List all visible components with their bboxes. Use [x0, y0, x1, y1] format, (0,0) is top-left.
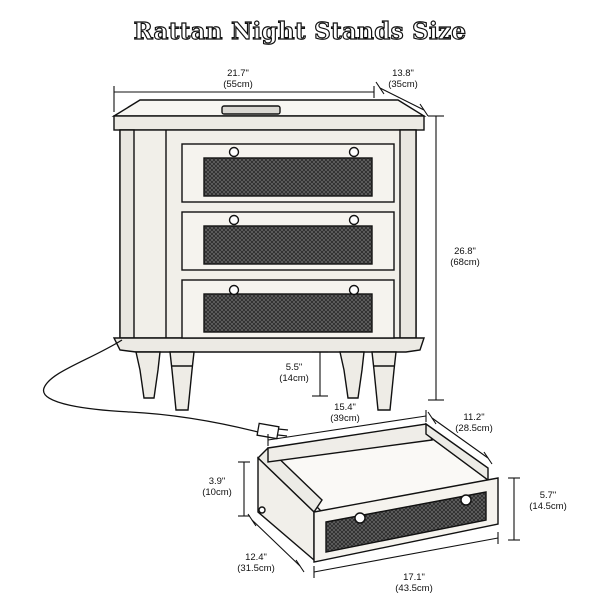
drawer-3 — [181, 279, 395, 339]
rattan-panel — [325, 491, 487, 553]
dimension-lines — [113, 81, 520, 578]
dim-drawer-inner-width: 15.4" (39cm) — [330, 402, 360, 424]
drawer-back — [267, 423, 433, 463]
dim-top-width: 21.7" (55cm) — [223, 68, 253, 90]
right-post — [399, 129, 417, 339]
dim-drawer-outer-height: 5.7" (14.5cm) — [529, 490, 567, 512]
rattan-panel — [203, 293, 373, 333]
charging-port — [221, 105, 281, 115]
dim-top-depth: 13.8" (35cm) — [388, 68, 418, 90]
drawer-2 — [181, 211, 395, 271]
drawer-knob — [228, 214, 240, 226]
plug-icon — [256, 422, 280, 440]
drawer-knob — [348, 214, 360, 226]
leg-front-right — [371, 351, 397, 411]
bottom-apron — [112, 337, 425, 353]
power-cord — [43, 339, 289, 440]
leg-back-right — [339, 351, 365, 399]
side-screw-icon — [258, 506, 266, 514]
nightstand — [111, 99, 427, 411]
drawer-knob — [348, 284, 360, 296]
leg-front-left — [169, 351, 195, 411]
dim-drawer-inner-height: 3.9" (10cm) — [202, 476, 232, 498]
dim-height: 26.8" (68cm) — [450, 246, 480, 268]
page-title: Rattan Night Stands Size — [133, 17, 467, 45]
dim-drawer-outer-width: 17.1" (43.5cm) — [395, 572, 433, 594]
drawer-knob — [228, 146, 240, 158]
left-post — [119, 129, 135, 339]
drawer-knob — [348, 146, 360, 158]
top-edge — [113, 115, 425, 131]
dim-drawer-inner-depth: 11.2" (28.5cm) — [455, 412, 493, 434]
leg-back-left — [135, 351, 161, 399]
rattan-panel — [203, 157, 373, 197]
drawer-knob — [228, 284, 240, 296]
drawer-1 — [181, 143, 395, 203]
dim-drawer-outer-depth: 12.4" (31.5cm) — [237, 552, 275, 574]
dim-leg-height: 5.5" (14cm) — [279, 362, 309, 384]
drawer-detail — [257, 422, 499, 563]
drawer-knob — [354, 512, 366, 524]
rattan-panel — [203, 225, 373, 265]
drawer-knob — [460, 494, 472, 506]
